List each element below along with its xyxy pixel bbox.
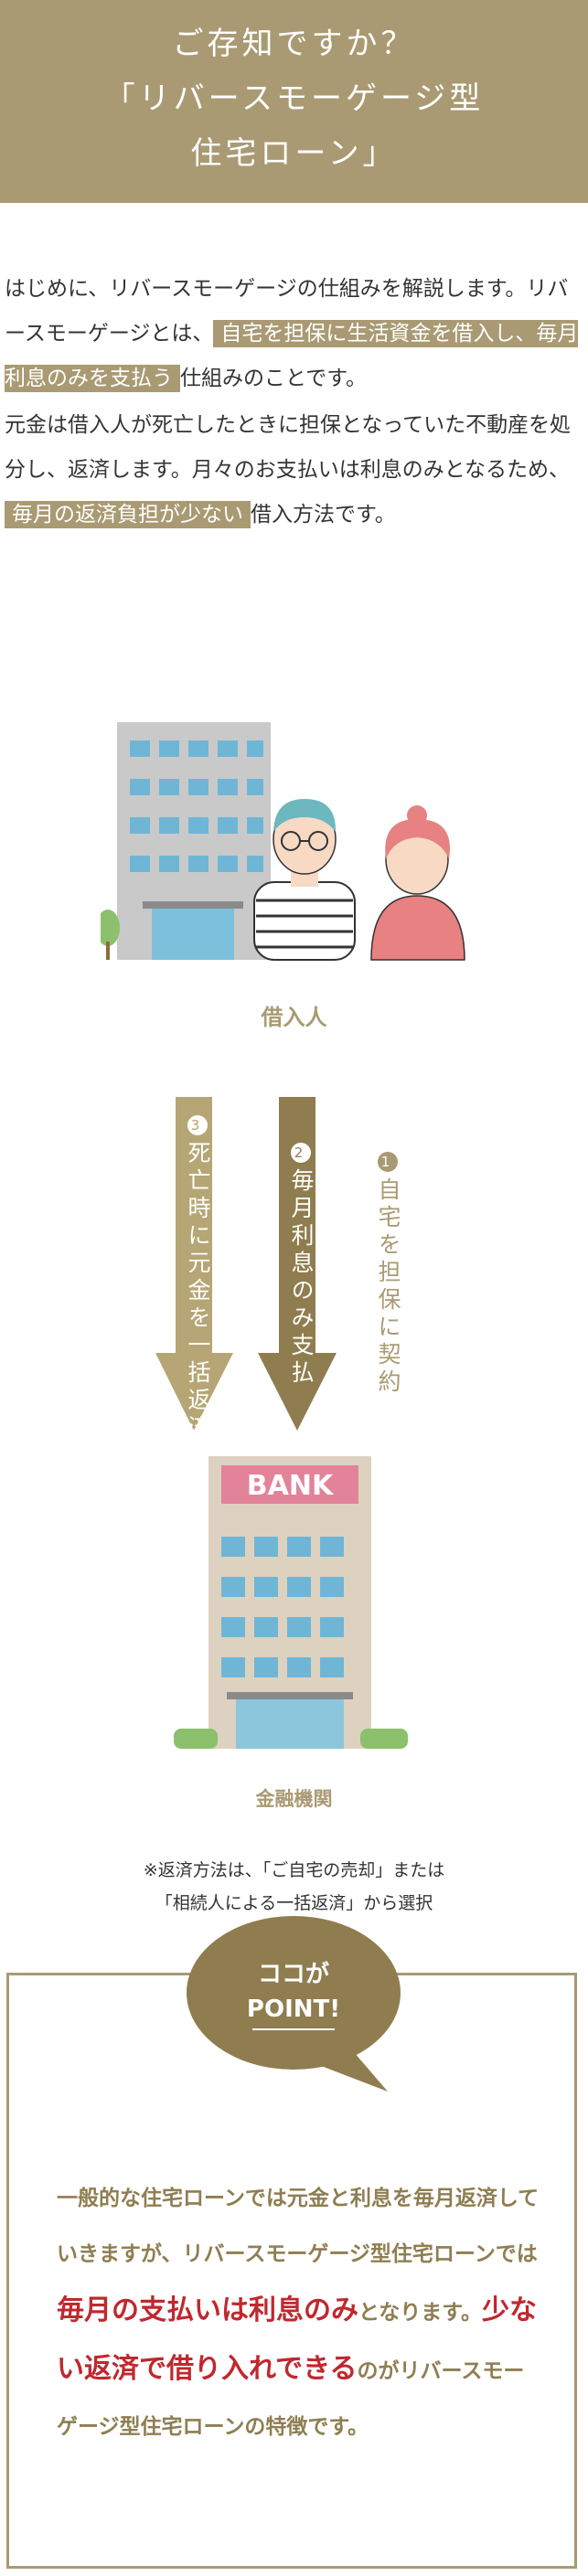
bank-illustration: BANK (174, 1456, 408, 1749)
step2-text: 2 毎月利息のみ支払 (284, 1143, 317, 1388)
point-text-2: となります。 (358, 2301, 483, 2325)
man-avatar (253, 799, 356, 961)
banner-line-2: 「リバースモーゲージ型 (103, 80, 485, 117)
header-banner: ご存知ですか？ 「リバースモーゲージ型 住宅ローン」 (0, 0, 588, 203)
step2-number-badge: 2 (291, 1143, 311, 1163)
woman-avatar (370, 805, 465, 961)
bank-sign-board (221, 1465, 358, 1504)
building-windows (130, 740, 263, 872)
bubble-shape (187, 1916, 401, 2070)
intro-text-1a: はじめに、リバースモーゲージの仕組みを解説します。リバースモーゲージとは、 (5, 277, 569, 346)
tree-left (101, 910, 120, 946)
intro-text-1b: 仕組みのことです。 (180, 367, 368, 390)
bank-entrance-door (236, 1699, 344, 1749)
step1-label: 自宅を担保に契約 (375, 1177, 401, 1397)
bank-windows (221, 1537, 344, 1677)
point-text: 一般的な住宅ローンでは元金と利息を毎月返済していきますが、リバースモーゲージ型住… (57, 2171, 541, 2455)
entrance-door (152, 909, 234, 960)
step2-label: 毎月利息のみ支払 (288, 1168, 315, 1388)
point-red-2: 少ない返済で借り入れできる (57, 2294, 538, 2385)
banner-line-3: 住宅ローン」 (190, 135, 398, 172)
step1-number-badge: 1 (378, 1152, 398, 1172)
bank-entrance-roof (227, 1692, 353, 1699)
bubble-line-2: POINT! (247, 1996, 340, 2023)
step3-text: 3 死亡時に元金を一括返済※ (181, 1115, 214, 1474)
note-line-1: ※返済方法は、「ご自宅の売却」または (143, 1860, 445, 1880)
intro-text-2b: 借入方法です。 (251, 503, 396, 527)
point-text-1: 一般的な住宅ローンでは元金と利息を毎月返済していきますが、リバースモーゲージ型住… (57, 2187, 540, 2266)
flow-arrows (155, 1097, 337, 1431)
banner-line-1: ご存知ですか？ (172, 26, 416, 62)
point-box (6, 1973, 577, 2569)
bank-sign-text: BANK (247, 1470, 335, 1502)
borrower-label: 借入人 (261, 1005, 327, 1030)
hedge-right (360, 1729, 408, 1749)
intro-highlight-2: 毎月の返済負担が少ない (5, 501, 251, 528)
bubble-tail (316, 2046, 388, 2092)
point-text-3: のがリバースモーゲージ型住宅ローンの特徴です。 (57, 2359, 525, 2439)
repayment-note: ※返済方法は、「ご自宅の売却」または 「相続人による一括返済」から選択 (0, 1854, 588, 1920)
point-red-1: 毎月の支払いは利息のみ (57, 2294, 358, 2326)
point-bubble: ココが POINT! (187, 1916, 401, 2092)
intro-text-2a: 元金は借入人が死亡したときに担保となっていた不動産を処分し、返済します。月々のお… (5, 413, 572, 482)
intro-paragraph-2: 元金は借入人が死亡したときに担保となっていた不動産を処分し、返済します。月々のお… (5, 403, 581, 538)
arrow-down-right (258, 1097, 337, 1431)
bank-label: 金融機関 (255, 1788, 333, 1810)
note-line-2: 「相続人による一括返済」から選択 (155, 1893, 433, 1913)
step1-text: 1 自宅を担保に契約 (371, 1152, 404, 1397)
hedge-left (174, 1729, 218, 1749)
entrance-roof (143, 901, 243, 909)
step3-number-badge: 3 (187, 1115, 208, 1135)
step3-label: 死亡時に元金を一括返済※ (185, 1141, 211, 1474)
borrower-illustration (101, 722, 465, 961)
arrow-down-left (155, 1097, 233, 1431)
bubble-line-1: ココが (258, 1960, 329, 1988)
intro-paragraph-1: はじめに、リバースモーゲージの仕組みを解説します。リバースモーゲージとは、自宅を… (5, 267, 581, 401)
intro-text: はじめに、リバースモーゲージの仕組みを解説します。リバースモーゲージとは、自宅を… (5, 267, 581, 539)
